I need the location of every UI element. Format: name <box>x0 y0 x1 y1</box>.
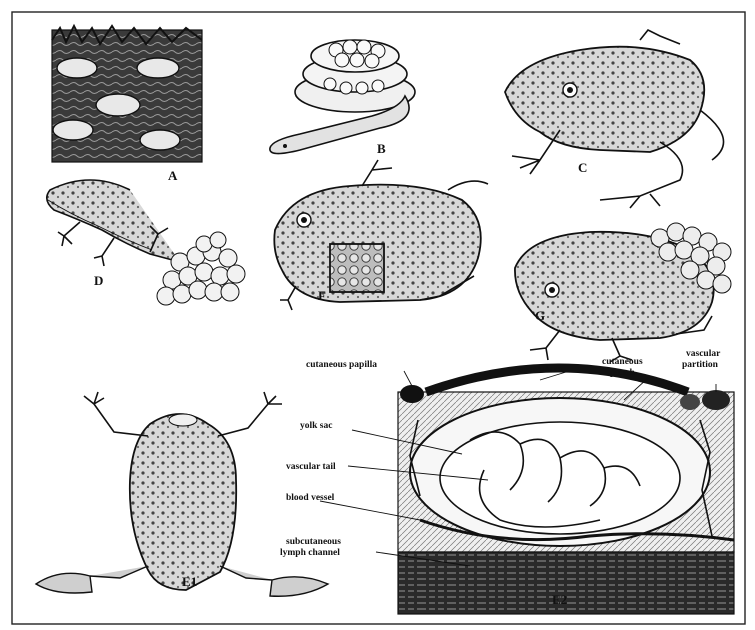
label-blood-vessel: blood vessel <box>286 493 335 503</box>
panel-letter-c: C <box>578 160 587 175</box>
label-subcutaneous-2: lymph channel <box>280 548 340 558</box>
label-vascular-partition-2: partition <box>682 360 719 370</box>
label-vascular-partition-1: vascular <box>686 349 721 359</box>
label-vascular-tail: vascular tail <box>286 462 336 472</box>
panel-letter-e1: E1 <box>182 574 197 589</box>
panel-letter-b: B <box>377 141 386 156</box>
label-cutaneous-pouch-2: pouch <box>610 368 636 378</box>
panel-e2-pouch-section <box>398 368 734 614</box>
label-yolk-sac: yolk sac <box>300 421 332 431</box>
panel-letter-a: A <box>168 168 178 183</box>
label-cutaneous-papilla: cutaneous papilla <box>306 360 377 370</box>
panel-letter-g: G <box>535 308 545 323</box>
panel-letter-f: F <box>318 288 326 303</box>
panel-a-skin-pits <box>52 26 202 162</box>
label-operculum: operculum <box>518 365 562 375</box>
panel-letter-e2: E2 <box>552 592 567 607</box>
label-subcutaneous-1: subcutaneous <box>286 537 341 547</box>
label-cutaneous-pouch-1: cutaneous <box>602 357 643 367</box>
panel-letter-d: D <box>94 273 103 288</box>
